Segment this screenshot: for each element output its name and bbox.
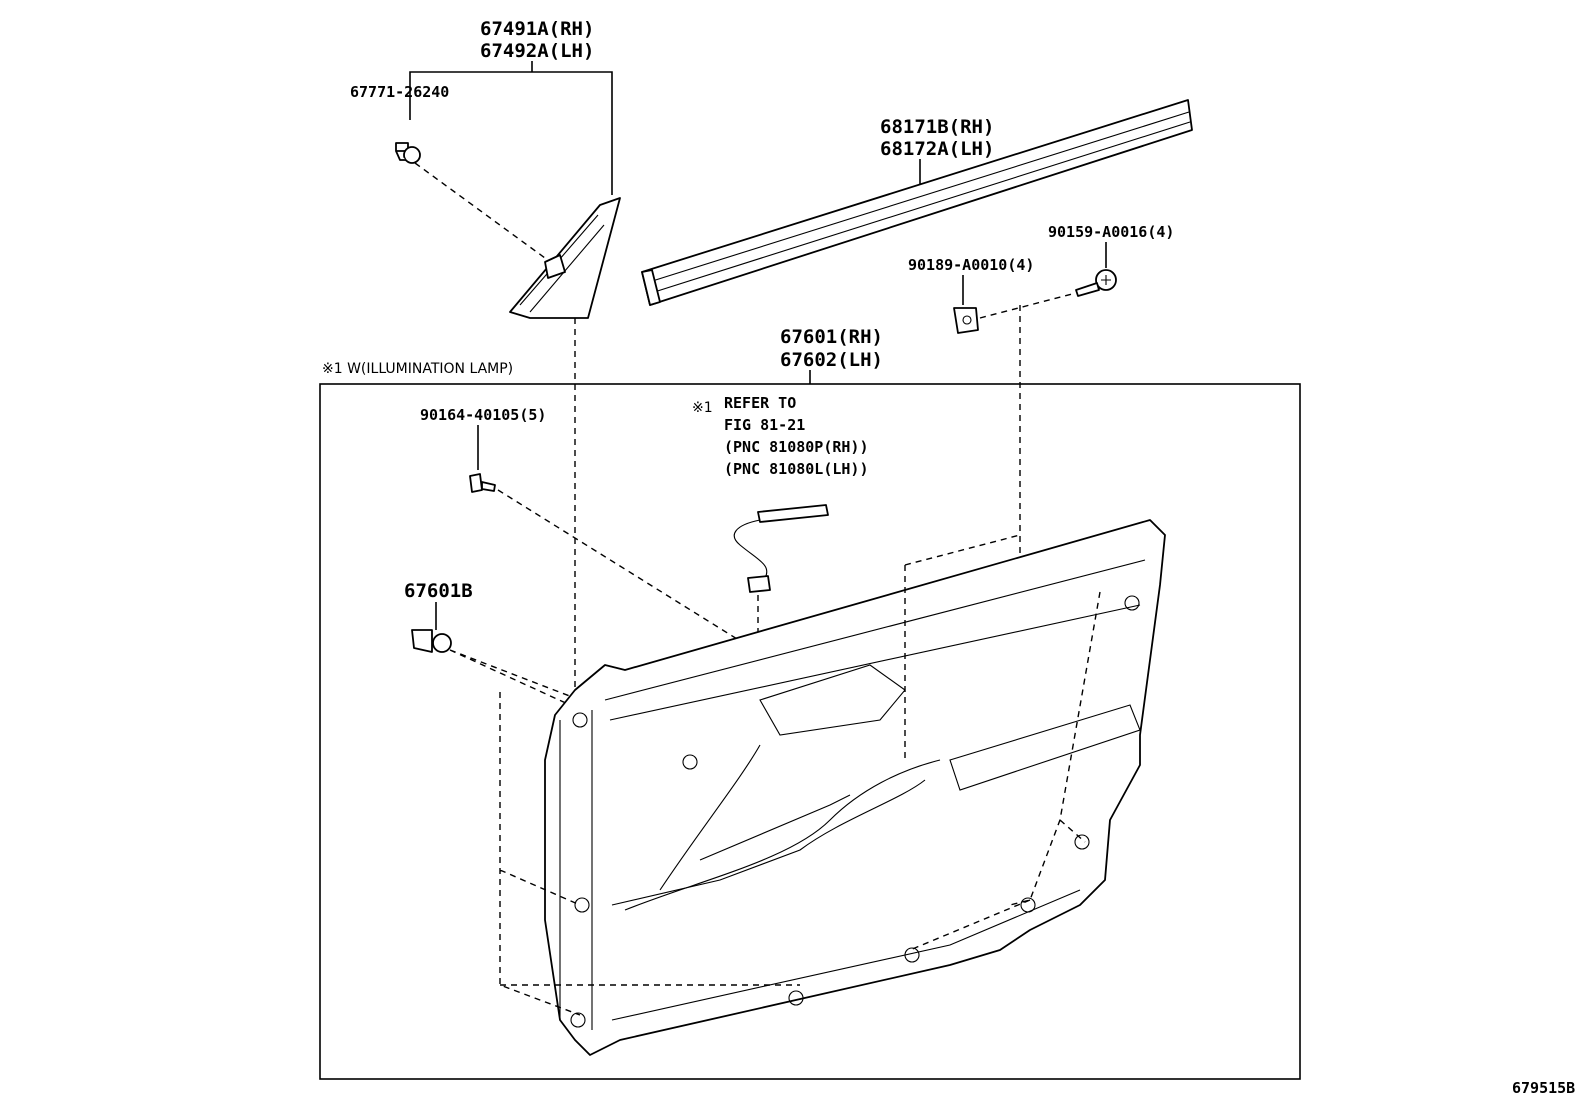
- ref-mark: ※1: [692, 400, 713, 416]
- label-67492a: 67492A(LH): [480, 40, 594, 62]
- label-90189: 90189-A0010(4): [908, 256, 1034, 274]
- clip-hole: [572, 712, 588, 728]
- clip-hole: [570, 1012, 586, 1028]
- clip-hole: [788, 990, 804, 1006]
- ref-line-1: REFER TO: [724, 394, 796, 412]
- clip-hole: [682, 754, 698, 770]
- label-68171b: 68171B(RH): [880, 116, 994, 138]
- door-trim-board-group: 67601(RH) 67602(LH) ※1 W(ILLUMINATION LA…: [319, 326, 1301, 1080]
- label-67491a: 67491A(RH): [480, 18, 594, 40]
- clip-hole: [1074, 834, 1090, 850]
- note-illumination-lamp: ※1 W(ILLUMINATION LAMP): [322, 361, 513, 377]
- clip-67771-icon: [395, 142, 421, 164]
- clip-holes: [570, 595, 1140, 1028]
- dashed-leader: [979, 293, 1073, 319]
- label-67771: 67771-26240: [350, 83, 449, 101]
- corner-cover-group: 67491A(RH) 67492A(LH) 67771-26240: [350, 18, 621, 1010]
- clip-hole: [574, 897, 590, 913]
- label-67601b: 67601B: [404, 580, 473, 602]
- belt-moulding-icon: [641, 99, 1193, 306]
- illumination-lamp-icon: [733, 504, 829, 593]
- ref-line-2: FIG 81-21: [724, 416, 805, 434]
- dashed-leader: [414, 162, 546, 259]
- door-trim-board-icon: [544, 519, 1166, 1056]
- screw-90159-icon: [1075, 269, 1117, 297]
- label-90164: 90164-40105(5): [420, 406, 546, 424]
- ref-line-4: (PNC 81080L(LH)): [724, 460, 869, 478]
- assembly-frame: [319, 383, 1301, 1080]
- clip-hole: [1124, 595, 1140, 611]
- label-90159: 90159-A0016(4): [1048, 223, 1174, 241]
- screw-group: 90159-A0016(4) 90189-A0010(4): [908, 223, 1174, 720]
- label-68172a: 68172A(LH): [880, 138, 994, 160]
- figure-id: 679515B: [1512, 1079, 1575, 1097]
- corner-cover-icon: [509, 197, 621, 319]
- clip-hole: [1020, 897, 1036, 913]
- leader-bracket: [409, 71, 613, 195]
- dashed-construction-lines: [499, 534, 1101, 1016]
- clip-67601b-icon: [411, 629, 452, 653]
- ref-line-3: (PNC 81080P(RH)): [724, 438, 869, 456]
- clip-hole: [904, 947, 920, 963]
- screw-90164-icon: [469, 473, 496, 493]
- belt-moulding-group: 68171B(RH) 68172A(LH): [641, 99, 1193, 306]
- clip-90189-icon: [953, 307, 979, 334]
- label-67602: 67602(LH): [780, 349, 883, 371]
- label-67601: 67601(RH): [780, 326, 883, 348]
